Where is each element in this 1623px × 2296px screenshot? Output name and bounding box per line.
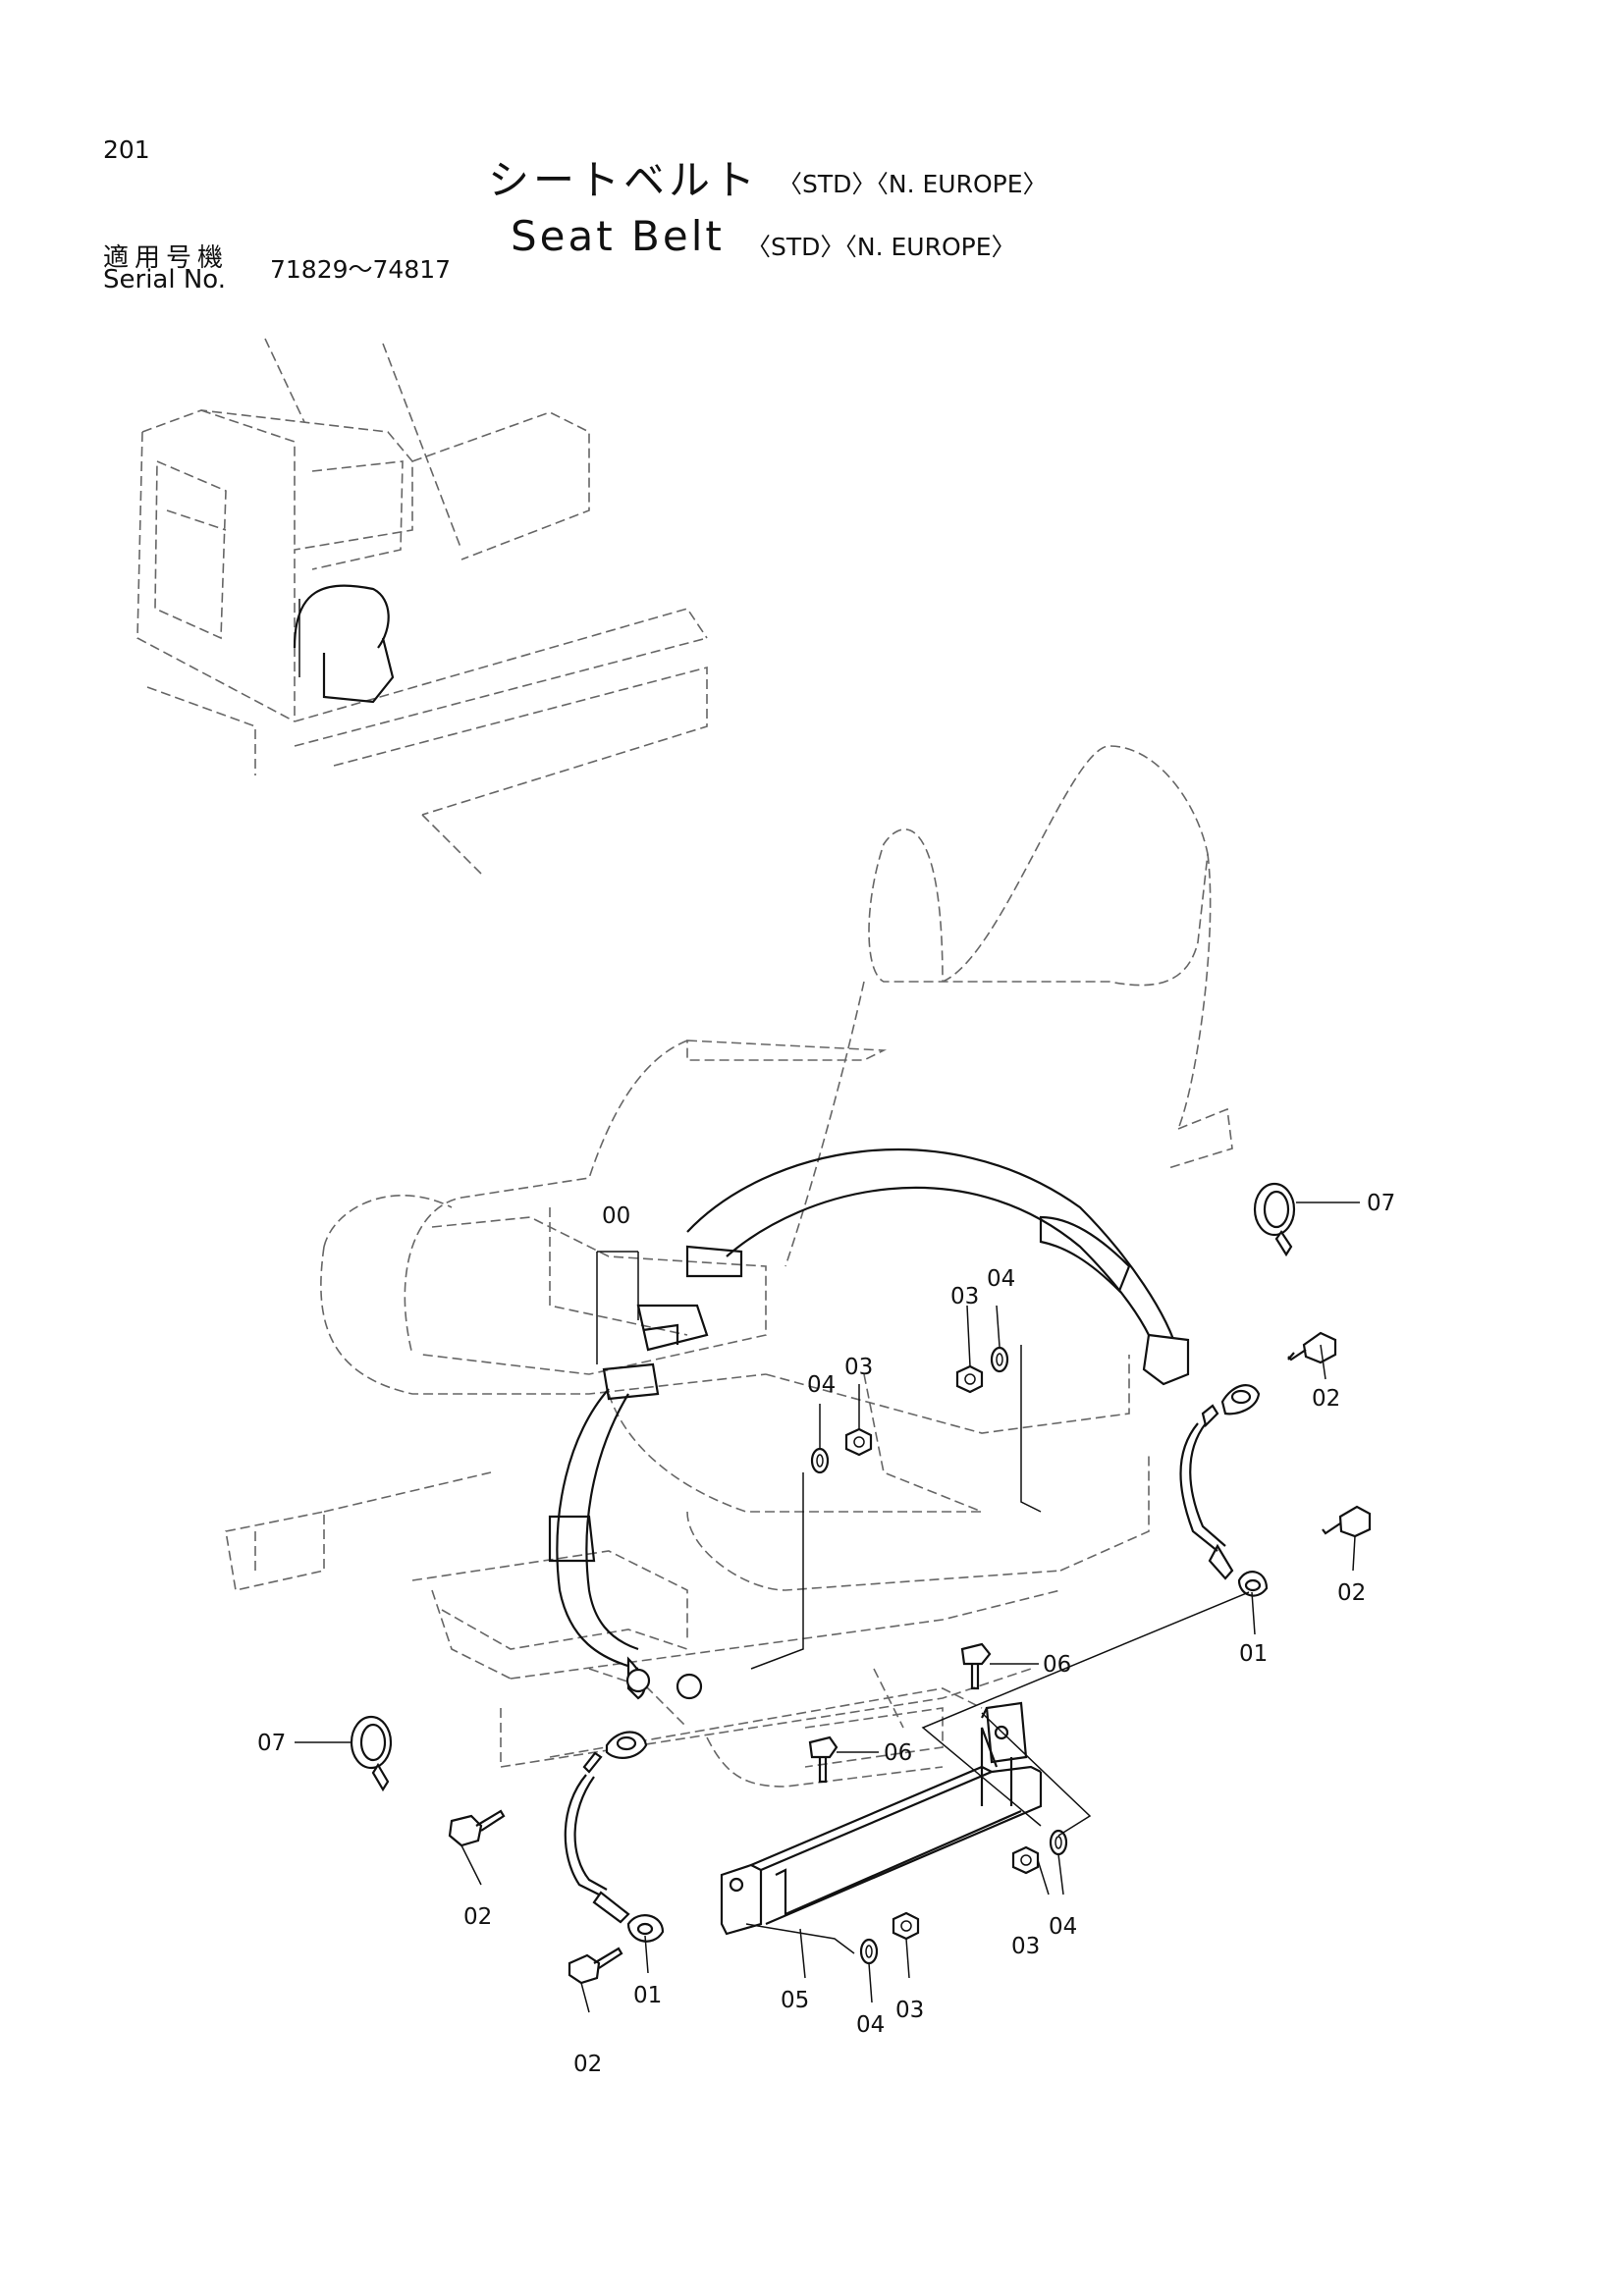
callout-06: 06 <box>1043 1652 1071 1678</box>
seat-belt-assembly <box>548 1148 1190 1700</box>
washer-04-b <box>810 1447 830 1474</box>
title-english-variant: 〈STD〉〈N. EUROPE〉 <box>746 233 1016 261</box>
ground-cable-right <box>1179 1384 1269 1597</box>
callout-03: 03 <box>844 1355 873 1380</box>
callout-04: 04 <box>856 2012 885 2038</box>
callout-05: 05 <box>781 1988 809 2013</box>
leader-lines <box>295 1201 1360 2013</box>
title-english: Seat Belt <box>511 212 725 260</box>
serial-label-english: Serial No. <box>103 265 226 294</box>
bolt-06-a <box>960 1642 992 1690</box>
callout-01: 01 <box>1239 1641 1268 1667</box>
ground-cable-left <box>564 1731 665 1943</box>
bolt-02-b <box>1322 1505 1372 1538</box>
serial-label-japanese: 適用号機 <box>103 243 230 273</box>
operator-seat <box>225 745 1233 1788</box>
callout-02: 02 <box>463 1904 492 1930</box>
bolt-02-c <box>448 1809 506 1847</box>
nut-03-c <box>1011 1845 1040 1875</box>
callout-00: 00 <box>602 1203 630 1229</box>
bolt-06-b <box>808 1735 839 1784</box>
callout-02: 02 <box>1312 1386 1340 1412</box>
callout-07: 07 <box>1367 1191 1395 1216</box>
washer-04-d <box>859 1938 879 1965</box>
clamp-07-b <box>350 1715 393 1792</box>
cab-overview-inset <box>136 338 708 875</box>
callout-07: 07 <box>257 1731 286 1756</box>
callout-04: 04 <box>1049 1914 1077 1940</box>
bolt-02-a <box>1287 1331 1337 1364</box>
washer-04-c <box>1049 1829 1068 1856</box>
callout-02: 02 <box>573 2052 602 2077</box>
callout-06: 06 <box>884 1740 912 1766</box>
callout-04: 04 <box>807 1372 836 1398</box>
hardware <box>350 1182 1372 1985</box>
clamp-07-a <box>1253 1182 1296 1257</box>
callout-labels: 00 07 02 02 01 03 04 04 03 06 06 07 02 0… <box>257 1191 1395 2077</box>
bolt-02-d <box>568 1947 623 1985</box>
callout-01: 01 <box>633 1983 662 2008</box>
callout-04: 04 <box>987 1266 1015 1292</box>
callout-02: 02 <box>1337 1580 1366 1606</box>
serial-range: 71829～74817 <box>270 255 452 284</box>
callout-03: 03 <box>895 1998 924 2023</box>
title-japanese-variant: 〈STD〉〈N. EUROPE〉 <box>778 170 1048 198</box>
page-number: 201 <box>103 135 150 164</box>
washer-04-a <box>990 1346 1009 1373</box>
callout-03: 03 <box>950 1284 979 1309</box>
callout-03: 03 <box>1011 1934 1040 1959</box>
title-japanese: シートベルト <box>488 156 760 204</box>
mounting-bracket <box>720 1701 1043 1936</box>
nut-03-d <box>892 1911 920 1941</box>
nut-03-a <box>955 1364 984 1394</box>
nut-03-b <box>844 1427 873 1457</box>
